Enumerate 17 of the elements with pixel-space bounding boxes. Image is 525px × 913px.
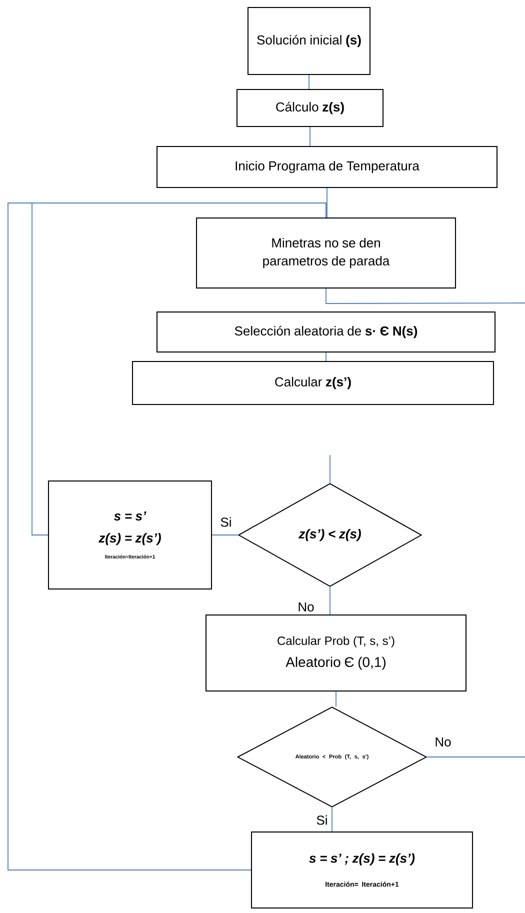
connector-line: [426, 756, 525, 758]
connector-line: [8, 202, 326, 870]
edge-label: No: [296, 601, 316, 613]
process-box: Cálculo z(s): [236, 89, 384, 127]
edge-label: Si: [219, 516, 233, 528]
edge-label: No: [434, 736, 452, 748]
process-box: Solución inicial (s): [248, 7, 370, 75]
connector-line: [212, 534, 238, 536]
process-box: Inicio Programa de Temperatura: [156, 146, 498, 188]
connector-line: [326, 188, 328, 218]
connector-line: [326, 288, 525, 304]
process-box: Minetras no se den parametros de parada: [196, 218, 456, 288]
process-box: Selección aleatoria de s· Є N(s): [156, 312, 496, 352]
edge-label: Si: [315, 814, 329, 826]
process-box: Calcular Prob (T, s, s’) Aleatorio Є (0,1): [206, 614, 466, 692]
process-box: Calcular z(s’): [132, 361, 494, 405]
connector-line: [308, 74, 310, 90]
